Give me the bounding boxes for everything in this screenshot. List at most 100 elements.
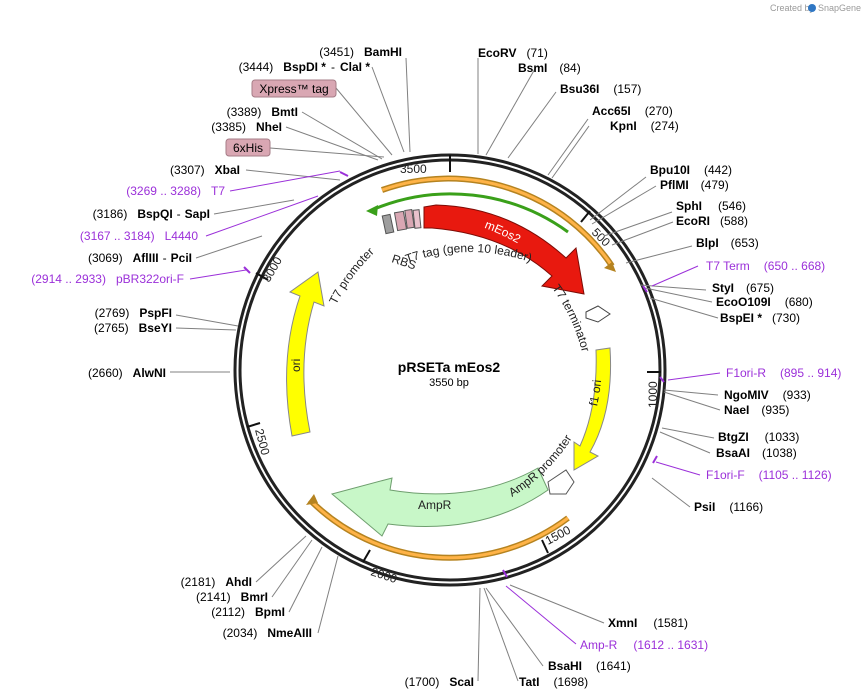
svg-text:(3167 .. 3184)L4440: (3167 .. 3184)L4440 [80,229,198,243]
tick-2000: 2000 [369,565,399,587]
svg-text:(3389)BmtI: (3389)BmtI [227,105,298,119]
ori-feature[interactable] [286,271,325,437]
site-tati[interactable]: TatI(1698) [519,675,588,689]
tick-1000: 1000 [646,381,660,408]
svg-text:PflMI(479): PflMI(479) [660,178,729,192]
svg-text:(3451)BamHI: (3451)BamHI [319,45,402,59]
svg-text:KpnI(274): KpnI(274) [610,119,679,133]
site-acc65i[interactable]: Acc65I(270) [592,104,673,118]
site-scai[interactable]: (1700)ScaI [405,675,474,689]
site-bsahi[interactable]: BsaHI(1641) [548,659,631,673]
svg-text:(3444)BspDI *-ClaI *: (3444)BspDI *-ClaI * [239,60,371,74]
site-xmni[interactable]: XmnI(1581) [608,616,688,630]
f1-ori-label: f1 ori [586,379,604,407]
tick-2500: 2500 [252,427,273,457]
xpress-tag-label: Xpress™ tag [259,82,328,96]
site-xbai[interactable]: (3307)XbaI [170,163,240,177]
ampr-feature[interactable] [330,467,549,537]
svg-text:EcoO109I(680): EcoO109I(680) [716,295,813,309]
site-bsmi[interactable]: BsmI(84) [518,61,581,75]
site-afliii-pcii[interactable]: (3069)AflIII-PciI [88,251,192,265]
svg-text:T7 Term(650 .. 668): T7 Term(650 .. 668) [706,259,825,273]
tick-3500: 3500 [400,162,427,176]
site-btgzi[interactable]: BtgZI(1033) [718,430,799,444]
svg-text:TatI(1698): TatI(1698) [519,675,588,689]
svg-text:(2112)BpmI: (2112)BpmI [211,605,285,619]
svg-text:(3269 .. 3288)T7: (3269 .. 3288)T7 [126,184,225,198]
ori-label: ori [289,359,303,372]
primer-f1ori-r[interactable]: F1ori-R(895 .. 914) [726,366,841,380]
svg-text:(2769)PspFI: (2769)PspFI [95,306,172,320]
svg-text:(2914 .. 2933)pBR322ori-F: (2914 .. 2933)pBR322ori-F [31,272,184,286]
site-bspei[interactable]: BspEI *(730) [720,311,800,325]
site-bspqi-sapi[interactable]: (3186)BspQI-SapI [93,207,210,221]
site-ecori[interactable]: EcoRI(588) [676,214,748,228]
site-blpi[interactable]: BlpI(653) [696,236,759,250]
t7-terminator-marker [585,305,611,323]
site-bmti[interactable]: (3389)BmtI [227,105,298,119]
xpress-tag-box[interactable]: Xpress™ tag [251,79,337,98]
plasmid-length: 3550 bp [429,377,469,389]
site-nmeaiii[interactable]: (2034)NmeAIII [223,626,312,640]
site-pspfi[interactable]: (2769)PspFI [95,306,172,320]
site-bpmi[interactable]: (2112)BpmI [211,605,285,619]
site-bspdi-clai[interactable]: (3444)BspDI *-ClaI * [239,60,371,74]
site-ahdi[interactable]: (2181)AhdI [181,575,252,589]
site-ecorv[interactable]: EcoRV(71) [478,46,548,60]
svg-text:(1700)ScaI: (1700)ScaI [405,675,474,689]
site-bmri[interactable]: (2141)BmrI [196,590,268,604]
svg-text:(3307)XbaI: (3307)XbaI [170,163,240,177]
svg-text:Bsu36I(157): Bsu36I(157) [560,82,641,96]
credit-brand: SnapGene [818,3,861,13]
tick-marks [246,155,661,563]
svg-text:EcoRI(588): EcoRI(588) [676,214,748,228]
site-nhei[interactable]: (3385)NheI [211,120,282,134]
f1-ori-feature[interactable] [573,347,612,471]
site-naei[interactable]: NaeI(935) [724,403,789,417]
site-ngomiv[interactable]: NgoMIV(933) [724,388,811,402]
primer-t7[interactable]: (3269 .. 3288)T7 [126,184,225,198]
primer-f1ori-f[interactable]: F1ori-F(1105 .. 1126) [706,468,832,482]
6xhis-box[interactable]: 6xHis [225,138,271,157]
site-kpni[interactable]: KpnI(274) [610,119,679,133]
site-ecoo109i[interactable]: EcoO109I(680) [716,295,813,309]
primer-l4440[interactable]: (3167 .. 3184)L4440 [80,229,198,243]
svg-text:BsmI(84): BsmI(84) [518,61,581,75]
svg-text:Bpu10I(442): Bpu10I(442) [650,163,732,177]
site-bseyi[interactable]: (2765)BseYI [94,321,172,335]
svg-text:SphI(546): SphI(546) [676,199,746,213]
svg-text:(3186)BspQI-SapI: (3186)BspQI-SapI [93,207,210,221]
snapgene-logo-icon [808,4,816,12]
primer-pbr322ori-f[interactable]: (2914 .. 2933)pBR322ori-F [31,272,184,286]
site-bamhi[interactable]: (3451)BamHI [319,45,402,59]
6xhis-label: 6xHis [233,141,263,155]
site-sphi[interactable]: SphI(546) [676,199,746,213]
svg-text:(3069)AflIII-PciI: (3069)AflIII-PciI [88,251,192,265]
site-pflmi[interactable]: PflMI(479) [660,178,729,192]
svg-text:NaeI(935): NaeI(935) [724,403,789,417]
svg-text:BlpI(653): BlpI(653) [696,236,759,250]
site-bsaai[interactable]: BsaAI(1038) [716,446,797,460]
t7-promoter-label-path: T7 promoter [326,245,377,307]
site-bpu10i[interactable]: Bpu10I(442) [650,163,732,177]
primer-amp-r[interactable]: Amp-R(1612 .. 1631) [580,638,708,652]
site-styi[interactable]: StyI(675) [712,281,774,295]
svg-text:(2141)BmrI: (2141)BmrI [196,590,268,604]
site-alwni[interactable]: (2660)AlwNI [88,366,166,380]
ampr-promoter-marker [547,469,575,495]
svg-text:StyI(675): StyI(675) [712,281,774,295]
site-psii[interactable]: PsiI(1166) [694,500,763,514]
svg-text:BsaHI(1641): BsaHI(1641) [548,659,631,673]
svg-text:F1ori-F(1105 .. 1126): F1ori-F(1105 .. 1126) [706,468,832,482]
svg-text:(2660)AlwNI: (2660)AlwNI [88,366,166,380]
snapgene-credit[interactable]: Created by SnapGene [770,3,861,13]
orf-top [380,175,616,272]
t7-tag-arrow [366,192,569,234]
credit-prefix: Created by [770,3,815,13]
tick-3000: 3000 [259,254,285,284]
enzyme-leader-lines [170,57,721,682]
site-bsu36i[interactable]: Bsu36I(157) [560,82,641,96]
primer-t7-term[interactable]: T7 Term(650 .. 668) [706,259,825,273]
svg-text:EcoRV(71): EcoRV(71) [478,46,548,60]
